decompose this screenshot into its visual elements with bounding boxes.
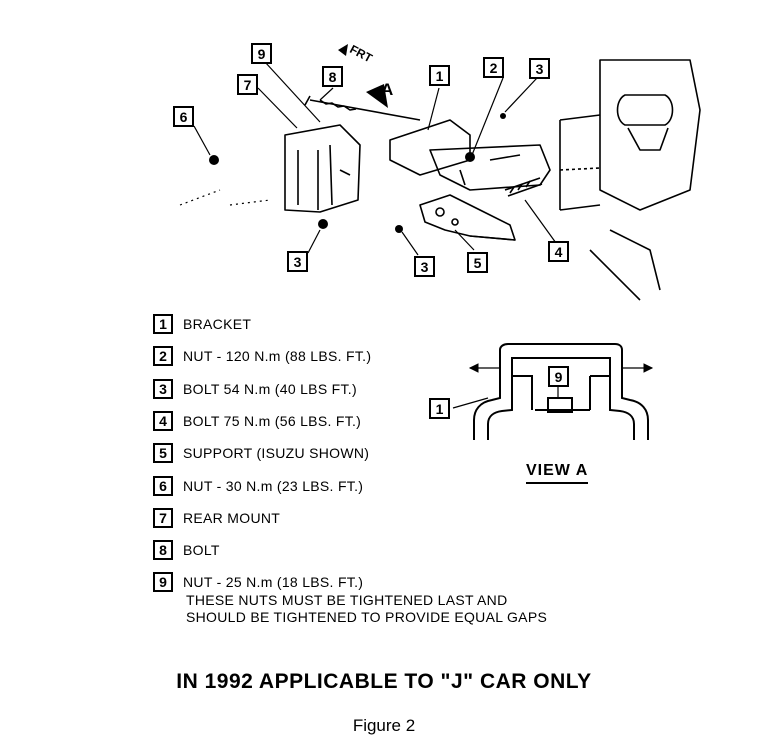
legend-item-2: 2 NUT - 120 N.m (88 LBS. FT.) <box>153 345 371 367</box>
callout-3-bottom-mid: 3 <box>414 256 435 277</box>
legend-item-8: 8 BOLT <box>153 539 220 561</box>
legend-item-1: 1 BRACKET <box>153 313 251 335</box>
legend-number-box: 8 <box>153 540 173 560</box>
legend-item-6: 6 NUT - 30 N.m (23 LBS. FT.) <box>153 475 363 497</box>
tightening-note-line-2: SHOULD BE TIGHTENED TO PROVIDE EQUAL GAP… <box>186 609 548 625</box>
bolt-4 <box>504 177 543 197</box>
legend-text: BRACKET <box>183 316 252 332</box>
legend-text: BOLT 75 N.m (56 LBS. FT.) <box>183 413 362 429</box>
legend-number-box: 3 <box>153 379 173 399</box>
legend-number-box: 5 <box>153 443 173 463</box>
legend-item-7: 7 REAR MOUNT <box>153 507 280 529</box>
legend-item-3: 3 BOLT 54 N.m (40 LBS FT.) <box>153 378 357 400</box>
legend-text: BOLT 54 N.m (40 LBS FT.) <box>183 381 357 397</box>
bolt-3-mid-icon <box>395 225 403 233</box>
view-a-callout-1: 1 <box>429 398 450 419</box>
leader-lines <box>179 61 557 256</box>
rear-mount-body <box>284 124 361 213</box>
callout-7: 7 <box>237 74 258 95</box>
through-bolt <box>304 95 421 121</box>
legend-number-box: 2 <box>153 346 173 366</box>
callout-8: 8 <box>322 66 343 87</box>
legend-item-5: 5 SUPPORT (ISUZU SHOWN) <box>153 442 369 464</box>
bolt-3-head-icon <box>500 113 506 119</box>
legend-text: SUPPORT (ISUZU SHOWN) <box>183 445 370 461</box>
legend-number-box: 6 <box>153 476 173 496</box>
legend-text: BOLT <box>183 542 220 558</box>
callout-3-bottom-left: 3 <box>287 251 308 272</box>
legend-number-box: 1 <box>153 314 173 334</box>
applicability-statement: IN 1992 APPLICABLE TO "J" CAR ONLY <box>176 670 592 693</box>
legend-item-9: 9 NUT - 25 N.m (18 LBS. FT.) <box>153 571 363 593</box>
legend-text: REAR MOUNT <box>183 510 281 526</box>
legend-item-4: 4 BOLT 75 N.m (56 LBS. FT.) <box>153 410 361 432</box>
callout-3-top: 3 <box>529 58 550 79</box>
nut-2-icon <box>465 152 475 162</box>
callout-9: 9 <box>251 43 272 64</box>
legend-text: NUT - 120 N.m (88 LBS. FT.) <box>183 348 372 364</box>
nut-6-icon <box>209 155 219 165</box>
legend-number-box: 9 <box>153 572 173 592</box>
view-a-label: VIEW A <box>526 462 589 484</box>
legend-number-box: 4 <box>153 411 173 431</box>
figure-caption: Figure 2 <box>352 716 416 735</box>
view-a-arrow-letter: A <box>381 80 394 99</box>
bolt-3-lower-icon <box>318 219 328 229</box>
legend-number-box: 7 <box>153 508 173 528</box>
callout-6: 6 <box>173 106 194 127</box>
callout-4: 4 <box>548 241 569 262</box>
engine-cradle-sketch <box>559 59 701 301</box>
view-a-arrow-icon <box>366 84 388 108</box>
legend-text: NUT - 25 N.m (18 LBS. FT.) <box>183 574 364 590</box>
callout-5: 5 <box>467 252 488 273</box>
view-a-callout-9: 9 <box>548 366 569 387</box>
view-a-sketch <box>452 343 654 440</box>
support-bracket <box>419 194 516 241</box>
front-arrow-icon <box>338 44 348 56</box>
legend-text: NUT - 30 N.m (23 LBS. FT.) <box>183 478 364 494</box>
callout-1: 1 <box>429 65 450 86</box>
tightening-note-line-1: THESE NUTS MUST BE TIGHTENED LAST AND <box>186 592 508 608</box>
callout-2: 2 <box>483 57 504 78</box>
